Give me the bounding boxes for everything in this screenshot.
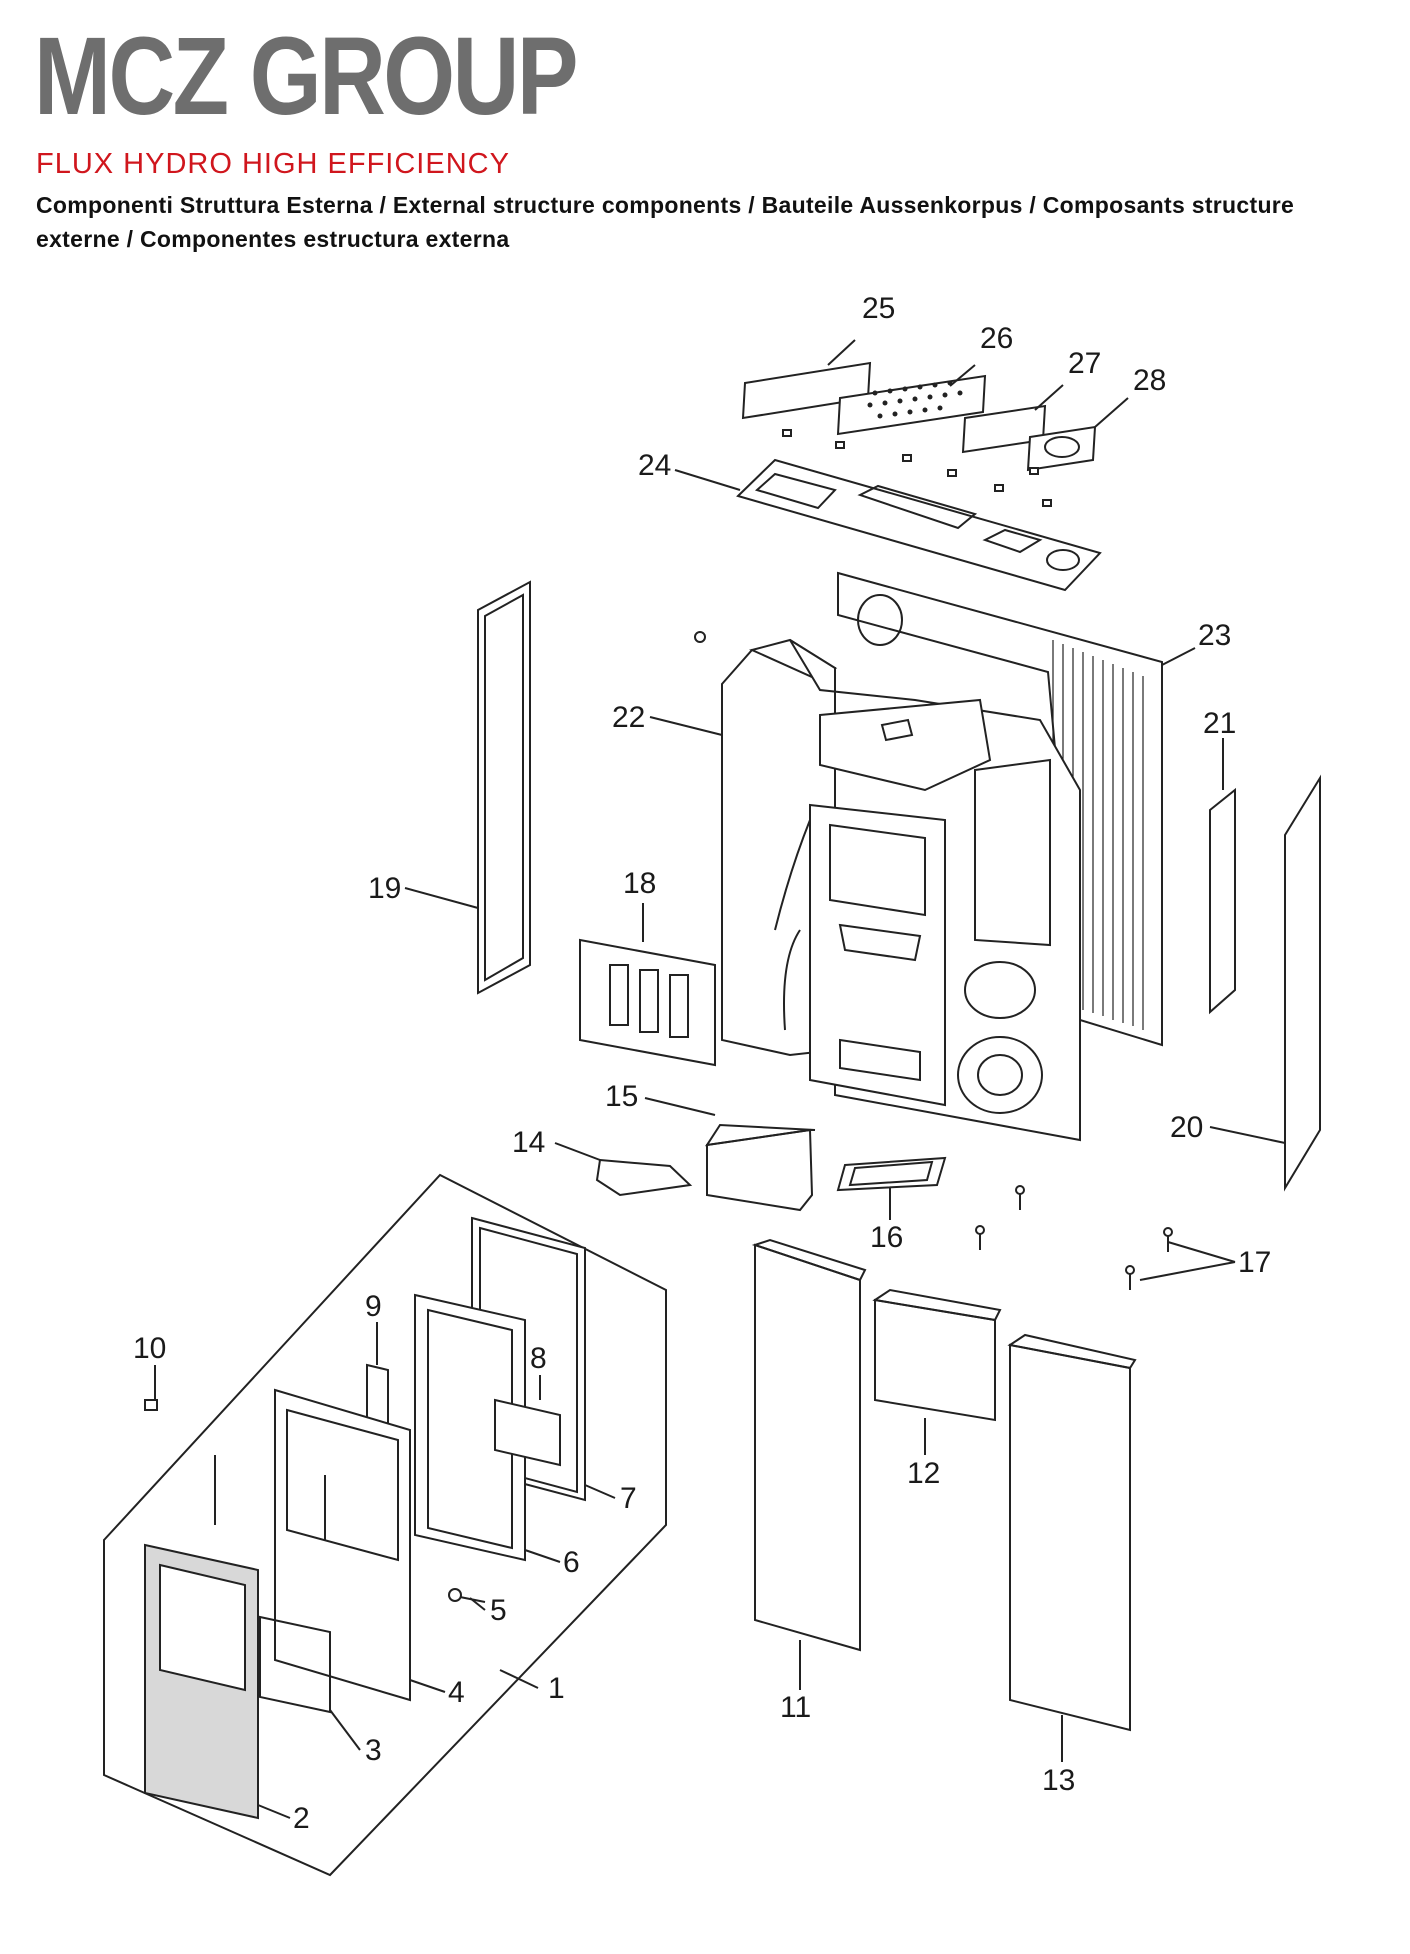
product-title: FLUX HYDRO HIGH EFFICIENCY: [36, 148, 510, 180]
callout-11: 11: [780, 1691, 811, 1724]
callout-2: 2: [293, 1802, 310, 1835]
callout-1: 1: [548, 1672, 565, 1705]
callout-13: 13: [1042, 1764, 1075, 1797]
screws-part-17: [975, 1185, 1173, 1290]
side-panel-part-20: [1284, 774, 1321, 1192]
top-plate-part-24: [736, 458, 1102, 592]
bracket-part-18: [579, 938, 716, 1067]
glass-part-2: [144, 1543, 259, 1820]
rod-parts: [214, 1455, 326, 1540]
callout-10: 10: [133, 1332, 166, 1365]
front-panel-part-13: [1007, 1333, 1137, 1732]
clip-part-10: [144, 1399, 158, 1411]
callout-15: 15: [605, 1080, 638, 1113]
callout-3: 3: [365, 1734, 382, 1767]
callout-19: 19: [368, 872, 401, 905]
callout-20: 20: [1170, 1111, 1203, 1144]
callout-27: 27: [1068, 347, 1101, 380]
glass-gasket-part-3: [259, 1615, 331, 1714]
brand-logo: MCZ GROUP: [34, 15, 578, 138]
callout-6: 6: [563, 1546, 580, 1579]
gasket-part-16: [836, 1156, 947, 1192]
handle-part-5: [448, 1588, 486, 1603]
callout-28: 28: [1133, 364, 1166, 397]
top-cover-part-28: [1026, 425, 1097, 472]
callout-23: 23: [1198, 619, 1231, 652]
callout-22: 22: [612, 701, 645, 734]
callout-25: 25: [862, 292, 895, 325]
callout-4: 4: [448, 1676, 465, 1709]
front-panel-part-11: [751, 1238, 867, 1652]
callout-26: 26: [980, 322, 1013, 355]
callout-9: 9: [365, 1290, 382, 1323]
top-grille-part-26: [836, 374, 987, 436]
callout-labels: 1 2 3 4 5 6 7 8 9 10 11 12 13 14 15 16 1…: [133, 292, 1271, 1835]
side-strip-part-21: [1209, 787, 1236, 1015]
callout-18: 18: [623, 867, 656, 900]
door-assembly-outline-part-1: [103, 1173, 667, 1877]
callout-16: 16: [870, 1221, 903, 1254]
callout-12: 12: [907, 1457, 940, 1490]
front-panel-part-12: [872, 1288, 1002, 1422]
door-frame-part-6: [414, 1293, 526, 1562]
callout-17: 17: [1238, 1246, 1271, 1279]
part-14: [595, 1158, 693, 1197]
drawer-part-15: [704, 1123, 816, 1212]
diagram-subtitle: Componenti Struttura Esterna / External …: [36, 192, 1295, 252]
door-front-part-4: [274, 1388, 411, 1702]
side-frame-part-19: [477, 580, 531, 995]
callout-21: 21: [1203, 707, 1236, 740]
callout-14: 14: [512, 1126, 545, 1159]
part-8: [494, 1398, 561, 1467]
callout-5: 5: [490, 1594, 507, 1627]
stove-body-part-22: [694, 631, 1081, 1142]
leader-lines: [154, 339, 1286, 1819]
callout-8: 8: [530, 1342, 547, 1375]
callout-24: 24: [638, 449, 671, 482]
fixing-clips: [782, 429, 1052, 507]
callout-7: 7: [620, 1482, 637, 1515]
